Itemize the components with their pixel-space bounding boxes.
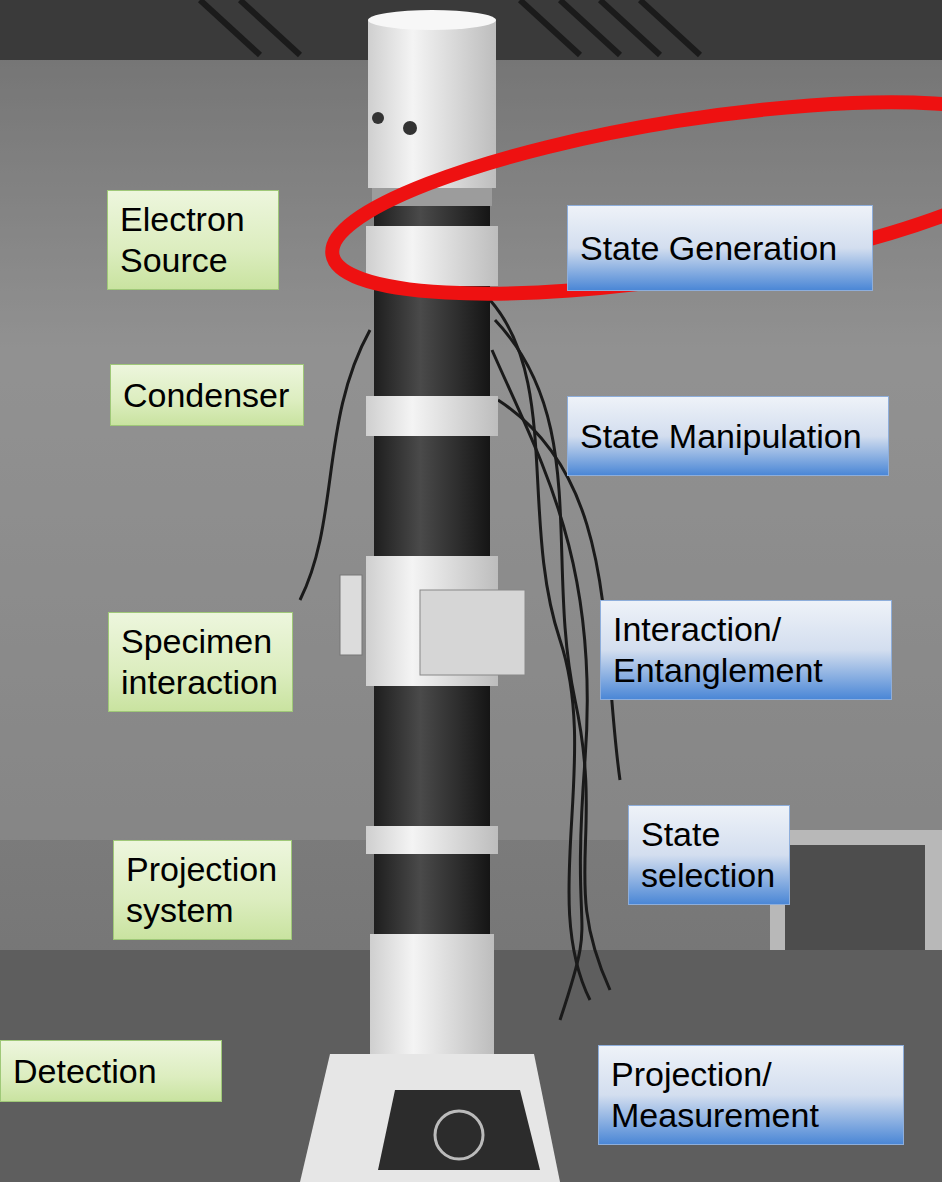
concept-label-box: State Manipulation [567,396,889,476]
component-label-box: Specimen interaction [108,612,293,712]
viewing-chamber [300,1054,560,1182]
component-label-box: Projection system [113,840,292,940]
box-text: State selection [641,814,777,896]
box-text: Projection system [126,849,279,931]
box-text: State Manipulation [580,416,876,457]
projector-lens [374,854,490,934]
screw [372,112,384,124]
monitor-screen [785,845,925,955]
specimen-holder [420,590,525,675]
concept-label-box: State Generation [567,205,873,291]
concept-label-box: State selection [628,805,790,905]
concept-label-box: Projection/ Measurement [598,1045,904,1145]
screen [435,1111,483,1159]
box-text: Interaction/ Entanglement [613,609,879,691]
tube-section [366,826,498,854]
concept-label-box: Interaction/ Entanglement [600,600,892,700]
gun-top [368,10,496,30]
condenser-lens [374,286,490,396]
box-text: Specimen interaction [121,621,280,703]
component-label-box: Detection [0,1040,222,1102]
component-label-box: Electron Source [107,190,279,290]
lower-column [370,934,494,1054]
box-text: Electron Source [120,199,266,281]
tube-section [374,206,490,226]
box-text: State Generation [580,228,860,269]
screw [403,121,417,135]
component-label-box: Condenser [110,364,304,426]
objective-lens [374,686,490,826]
tube-section [366,396,498,436]
box-text: Projection/ Measurement [611,1054,891,1136]
tube-section [366,226,498,286]
viewing-window [378,1090,540,1170]
side-port [340,575,362,655]
lens-section [374,436,490,556]
highlight-ellipse [320,64,942,331]
box-text: Detection [13,1051,209,1092]
box-text: Condenser [123,375,291,416]
